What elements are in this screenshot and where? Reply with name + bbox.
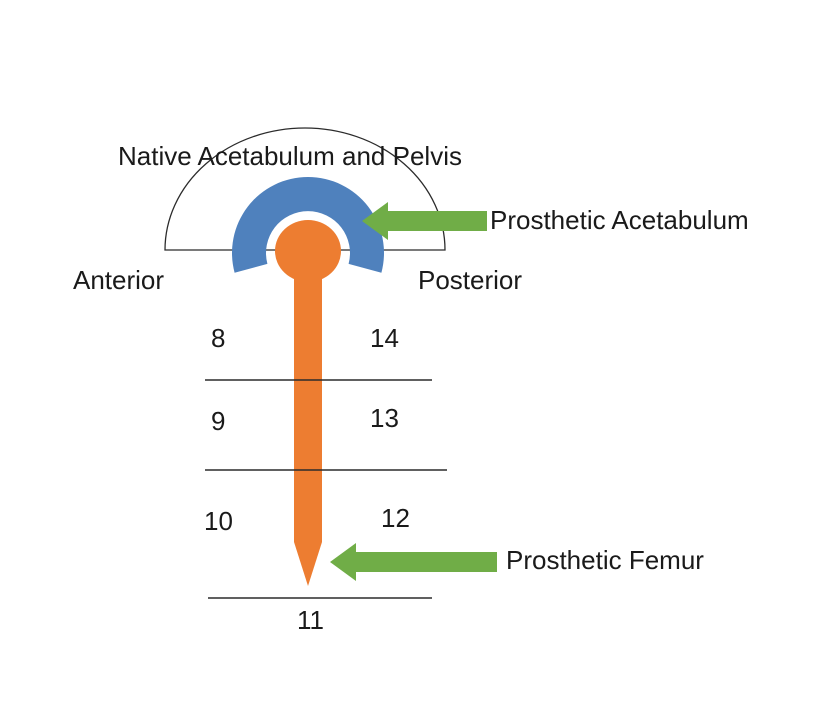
zone-label-13: 13	[370, 403, 399, 433]
label-prosthetic-femur: Prosthetic Femur	[506, 545, 704, 575]
zone-label-12: 12	[381, 503, 410, 533]
label-posterior: Posterior	[418, 265, 523, 295]
prosthetic-acetabulum-cup	[232, 176, 384, 273]
zone-label-10: 10	[204, 506, 233, 536]
zone-label-9: 9	[211, 406, 226, 436]
label-anterior: Anterior	[73, 265, 165, 295]
diagram-title: Native Acetabulum and Pelvis	[118, 141, 462, 171]
zone-label-14: 14	[370, 323, 399, 353]
left-arrow-femur-icon	[330, 543, 497, 581]
native-pelvis-outline	[164, 127, 446, 251]
left-arrow-acetabulum-icon	[362, 202, 487, 240]
label-prosthetic-acetabulum: Prosthetic Acetabulum	[490, 205, 749, 235]
femoral-stem	[294, 268, 322, 586]
femoral-head	[275, 220, 341, 282]
zone-label-8: 8	[211, 323, 226, 353]
zone-label-11: 11	[297, 605, 324, 635]
